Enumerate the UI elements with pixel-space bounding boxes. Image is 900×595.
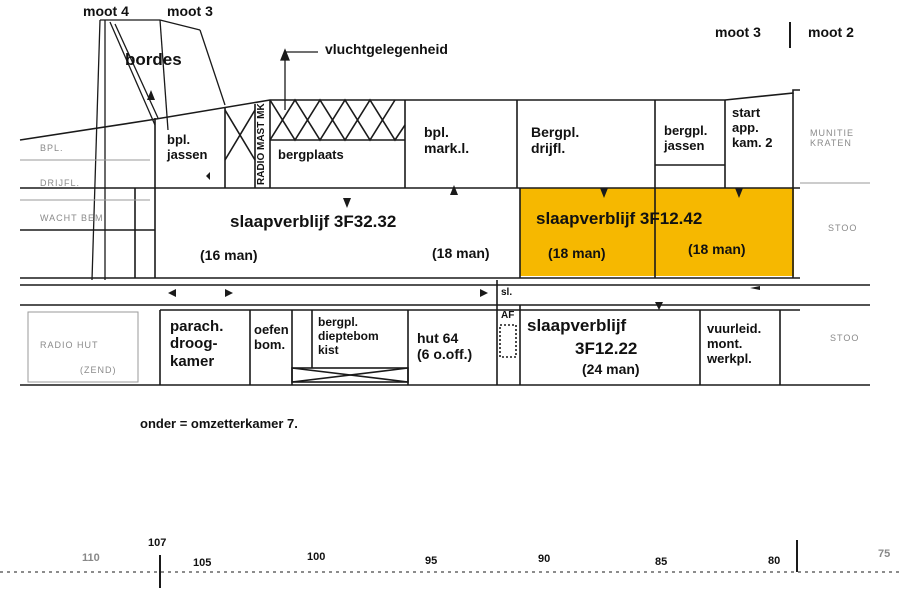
- bordes-label: bordes: [125, 50, 182, 69]
- faint-zend: (ZEND): [80, 365, 117, 375]
- faint-munitie: MUNITIE KRATEN: [810, 128, 854, 148]
- ruler-tick-105: 105: [193, 557, 212, 569]
- faint-drijfl: DRIJFL.: [40, 178, 81, 188]
- ruler-tick-100: 100: [307, 551, 326, 563]
- highlighted-room-fill: [520, 188, 794, 276]
- flow-arrows: [147, 90, 760, 310]
- moot-2-label: moot 2: [808, 24, 854, 40]
- lower-deck-outline: [20, 280, 870, 386]
- room-bpl-mark: bpl. mark.l.: [424, 124, 470, 157]
- ruler-tick-90: 90: [538, 553, 551, 565]
- room-code-3f12-22: 3F12.22: [575, 339, 638, 358]
- ruler-tick-95: 95: [425, 555, 438, 567]
- faint-radio-hut: RADIO HUT: [40, 340, 99, 350]
- ruler-tick-107: 107: [148, 537, 167, 549]
- room-vuurleid-werkpl: vuurleid. mont. werkpl.: [707, 321, 762, 366]
- faint-wacht-bem: WACHT BEM: [40, 213, 104, 223]
- room-parach-droogkamer: parach. droog- kamer: [170, 318, 224, 370]
- room-slaapverblijf-3f32-32: slaapverblijf 3F32.32: [230, 212, 397, 231]
- moot-3-left-label: moot 3: [167, 3, 213, 19]
- escape-arrow: [280, 48, 318, 110]
- label-af: AF: [501, 310, 515, 321]
- escape-route-label: vluchtgelegenheid: [325, 41, 448, 57]
- room-bergpl-drijfl: Bergpl. drijfl.: [531, 124, 580, 157]
- mast-structure: [91, 19, 226, 281]
- capacity-18-man-b: (18 man): [688, 241, 746, 257]
- frame-ruler: [0, 540, 900, 588]
- room-hut-64: hut 64 (6 o.off.): [417, 330, 473, 363]
- capacity-16-man: (16 man): [200, 247, 258, 263]
- moot-3-right-label: moot 3: [715, 24, 761, 40]
- moot-4-label: moot 4: [83, 3, 129, 19]
- room-bergplaats: bergplaats: [278, 147, 344, 162]
- faint-left-structure: [20, 159, 870, 383]
- upper-deck-outline: [19, 89, 800, 278]
- capacity-18-man-left: (18 man): [432, 245, 490, 261]
- faint-bpl: BPL.: [40, 143, 64, 153]
- room-start-app: start app. kam. 2: [732, 105, 773, 150]
- capacity-18-man-a: (18 man): [548, 245, 606, 261]
- ruler-tick-85: 85: [655, 556, 668, 568]
- room-radio-mast: RADIO MAST MK: [256, 103, 267, 185]
- faint-stoo-1: STOO: [828, 223, 858, 233]
- middle-deck-outline: [20, 187, 870, 306]
- room-bpl-jassen: bpl. jassen: [167, 132, 208, 162]
- room-oefen-bom: oefen bom.: [254, 322, 289, 352]
- room-bergpl-jassen: bergpl. jassen: [664, 123, 708, 153]
- room-slaapverblijf-bottom: slaapverblijf: [527, 316, 627, 335]
- note-omzetterkamer: onder = omzetterkamer 7.: [140, 416, 298, 431]
- capacity-24-man: (24 man): [582, 361, 640, 377]
- room-bergpl-dieptebom-kist: bergpl. dieptebom kist: [318, 315, 379, 357]
- room-slaapverblijf-3f12-42: slaapverblijf 3F12.42: [536, 209, 703, 228]
- faint-stoo-2: STOO: [830, 333, 860, 343]
- ruler-tick-110: 110: [82, 552, 100, 564]
- label-sl: sl.: [501, 287, 513, 298]
- ruler-tick-80: 80: [768, 555, 781, 567]
- ruler-tick-75: 75: [878, 548, 891, 560]
